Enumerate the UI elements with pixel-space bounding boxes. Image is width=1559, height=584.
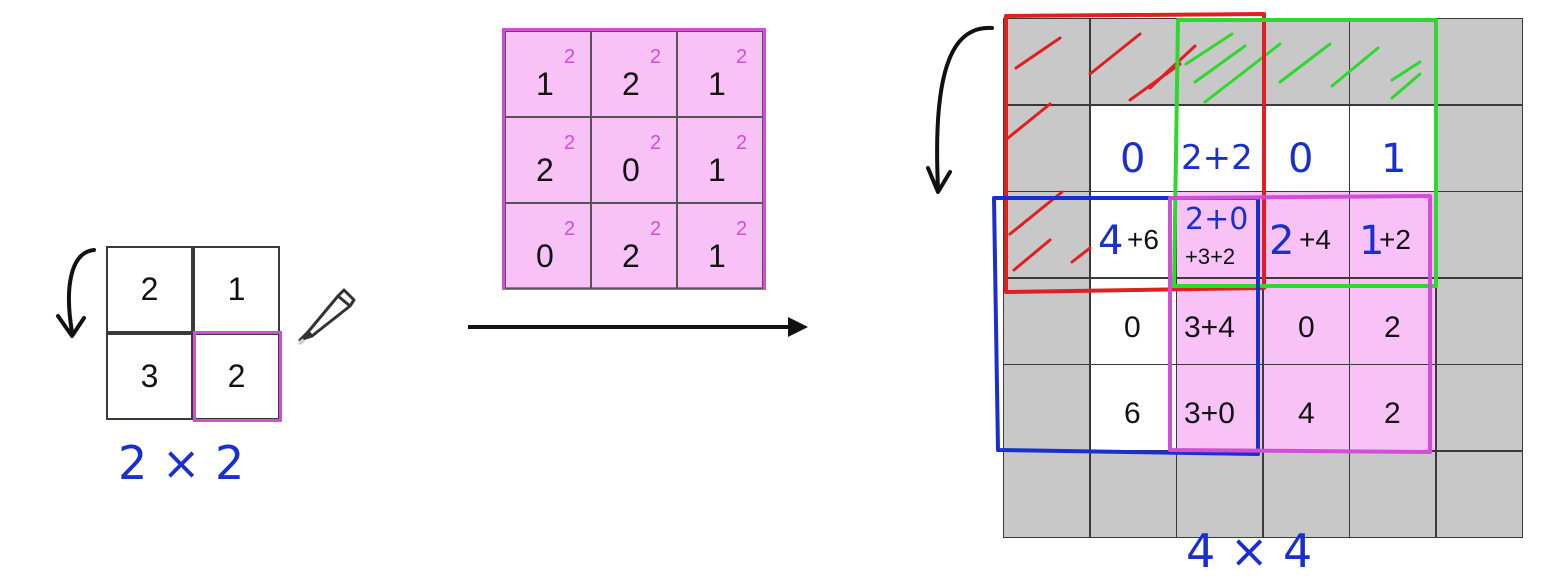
padding-cell [1003,451,1090,538]
red-hatching [1006,32,1197,272]
output-cell [1090,105,1177,192]
red-window-outline [1004,12,1266,294]
output-value: 2+0 [1185,202,1249,237]
output-value: 0 [1120,136,1146,182]
highlighted-input-cell [193,331,282,422]
green-window-outline [1172,18,1438,288]
output-value: 3+4 [1184,311,1235,344]
padding-cell [1436,364,1523,451]
padding-cell [1436,191,1523,278]
output-value: +4 [1299,224,1331,255]
output-cell [1263,364,1350,451]
output-cell [1349,105,1436,192]
output-value: 2 [1384,311,1401,344]
pencil-icon [298,288,356,345]
green-hatching [1184,32,1422,104]
padding-cell [1176,451,1263,538]
input-size-label: 2 × 2 [118,436,245,490]
right-arrow-icon [468,317,808,337]
output-cell [1349,191,1436,278]
output-size-label: 4 × 4 [1186,524,1313,578]
output-value: +3+2 [1185,244,1236,269]
output-value: 0 [1288,136,1314,182]
input-cell: 3 [106,333,193,420]
output-value: 4 [1098,218,1124,264]
output-cell [1090,278,1177,365]
padding-cell [1003,364,1090,451]
output-value: 0 [1124,311,1141,344]
padding-cell [1436,105,1523,192]
output-value: 1 [1381,136,1407,182]
blue-window-outline [992,196,1260,456]
output-value: 1 [1359,218,1385,264]
input-cell: 2 [106,246,193,333]
output-value: +2 [1379,224,1411,255]
output-rotate-arrow-icon [926,25,994,194]
output-cell [1176,278,1263,365]
magenta-window-outline [1168,194,1432,454]
output-grid: 0 2+2 0 1 4 +6 2+0 +3+2 2 +4 1 +2 0 3+4 … [1003,18,1523,538]
output-value: +6 [1127,224,1159,255]
output-cell [1349,364,1436,451]
rotate-arrow-icon [56,248,96,338]
output-cell [1176,105,1263,192]
padding-cell [1436,451,1523,538]
output-value: 2 [1269,218,1295,264]
output-value: 6 [1124,397,1141,430]
padding-cell [1003,18,1090,105]
output-cell [1090,191,1177,278]
output-cell [1349,278,1436,365]
window-annotations [992,12,1438,456]
output-value: 2 [1384,397,1401,430]
output-value: 0 [1298,311,1315,344]
output-value: 4 [1298,397,1315,430]
output-value: 3+0 [1184,397,1235,430]
input-cell: 1 [193,246,280,333]
output-value: 2+2 [1181,138,1253,178]
padding-cell [1436,278,1523,365]
